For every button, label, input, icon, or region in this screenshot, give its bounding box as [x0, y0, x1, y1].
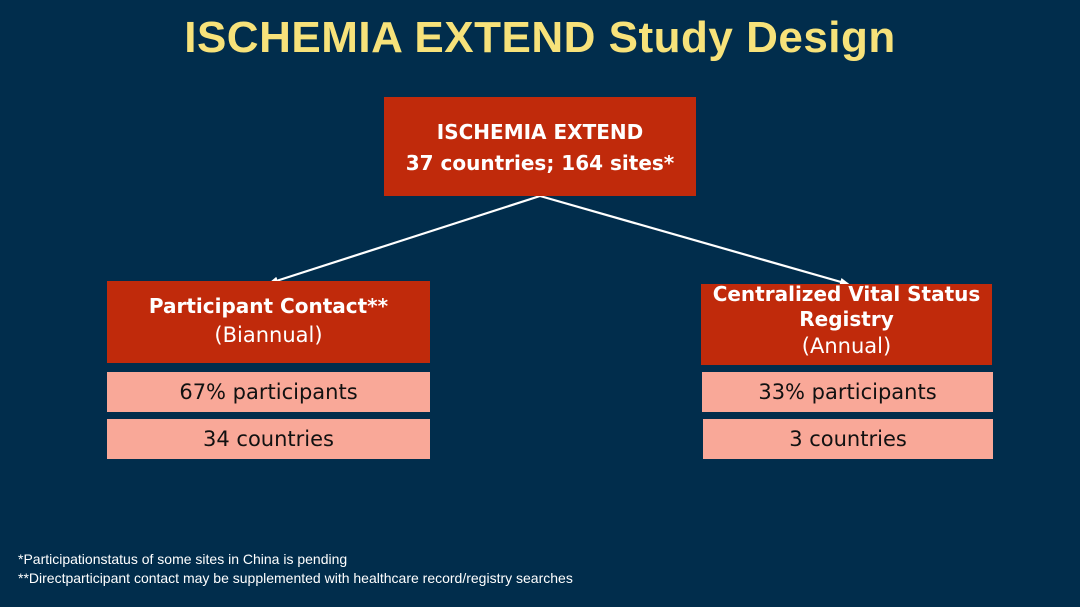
vital-status-heading-line1: Centralized Vital Status [712, 282, 981, 306]
vital-status-heading-line2: Registry [799, 307, 894, 331]
participant-contact-box: Participant Contact** (Biannual) [107, 281, 430, 363]
arrow-to-participant-contact [268, 194, 541, 285]
vital-status-registry-box: Centralized Vital Status Registry (Annua… [701, 282, 992, 365]
participant-contact-percent: 67% participants [107, 372, 430, 412]
participant-contact-frequency: (Biannual) [214, 323, 323, 347]
study-box: ISCHEMIA EXTEND 37 countries; 164 sites* [384, 97, 696, 196]
participant-contact-countries: 34 countries [107, 419, 430, 459]
study-sites: 37 countries; 164 sites* [405, 151, 675, 175]
vital-status-countries: 3 countries [703, 419, 993, 459]
study-name: ISCHEMIA EXTEND [436, 120, 644, 144]
participant-contact-heading: Participant Contact** [148, 294, 389, 318]
vital-status-percent: 33% participants [702, 372, 993, 412]
arrow-to-vital-status-registry [539, 194, 850, 286]
page-title: ISCHEMIA EXTEND Study Design [184, 13, 896, 62]
vital-status-frequency: (Annual) [801, 334, 892, 358]
footnote-china-sites: *Participationstatus of some sites in Ch… [18, 551, 348, 567]
footnote-participant-contact: **Directparticipant contact may be suppl… [18, 570, 573, 586]
